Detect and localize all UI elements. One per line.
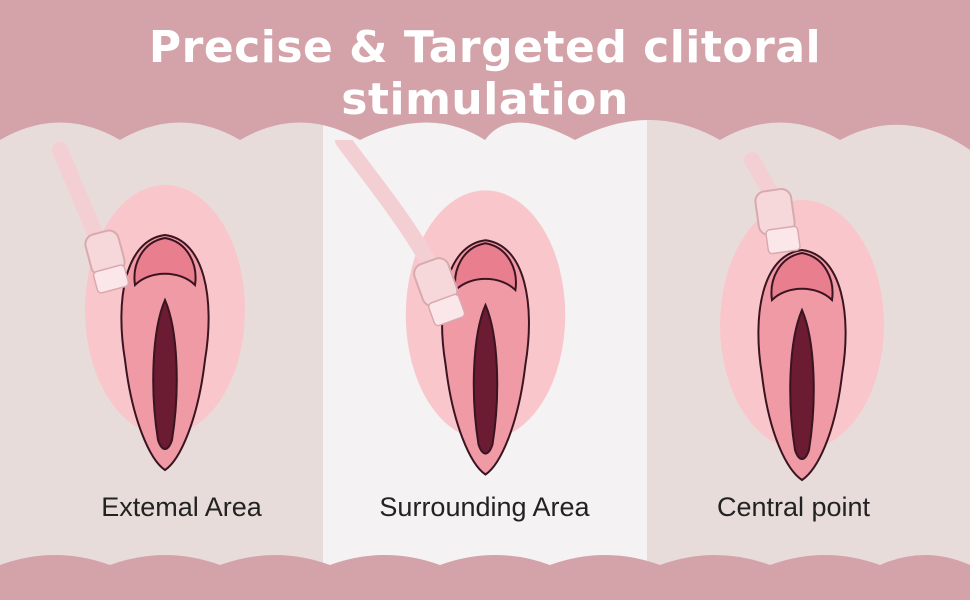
title-line-2: stimulation — [341, 74, 629, 125]
label-surrounding-area: Surrounding Area — [379, 492, 590, 522]
footer-banner — [0, 555, 970, 600]
illustration-surrounding-area — [334, 140, 566, 476]
illustration-central-point — [720, 152, 884, 482]
device-brush — [427, 293, 466, 327]
label-central-point: Central point — [716, 492, 871, 522]
illustration-external-area — [52, 142, 245, 472]
title-banner — [0, 0, 970, 150]
device-brush — [92, 264, 130, 294]
device-handle — [744, 152, 780, 203]
vulva-inner — [152, 297, 178, 450]
vulva-hood — [133, 236, 197, 288]
device-brush — [765, 225, 801, 255]
vulva-hood — [454, 242, 517, 293]
vulva-inner — [789, 307, 815, 460]
device-handle — [334, 140, 441, 279]
label-external-area: Extemal Area — [101, 492, 262, 522]
page-title: Precise & Targeted clitoral stimulation — [0, 22, 970, 126]
vulva-hood — [770, 251, 834, 303]
vulva-inner — [472, 302, 499, 455]
device-handle — [52, 142, 108, 253]
title-line-1: Precise & Targeted clitoral — [148, 22, 822, 73]
